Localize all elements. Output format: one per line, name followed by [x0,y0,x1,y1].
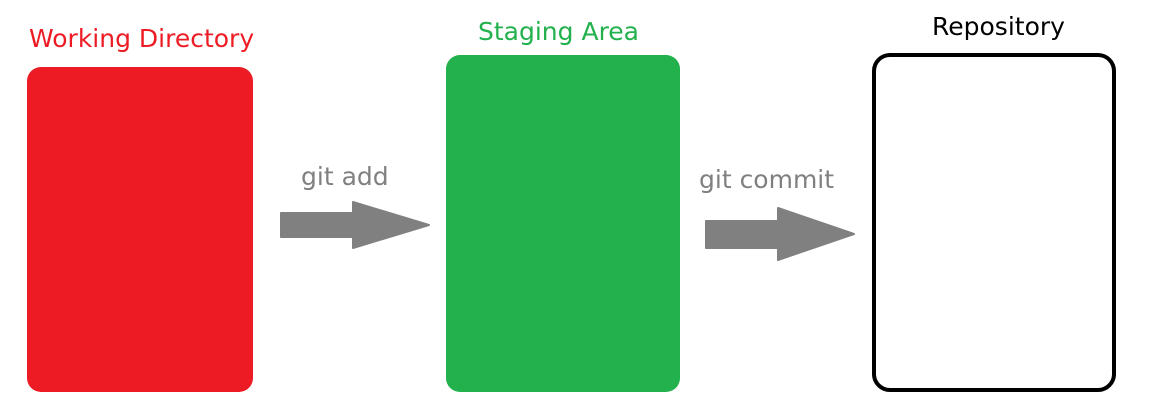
staging-area-title: Staging Area [478,17,639,46]
working-directory-box [27,67,253,392]
git-add-arrow-icon [280,201,430,249]
working-directory-title: Working Directory [29,24,255,53]
repository-title: Repository [932,12,1065,41]
repository-box [872,53,1116,392]
staging-area-box [446,55,680,392]
git-commit-label: git commit [699,165,835,194]
git-commit-arrow-icon [705,207,855,261]
git-add-label: git add [301,162,389,191]
